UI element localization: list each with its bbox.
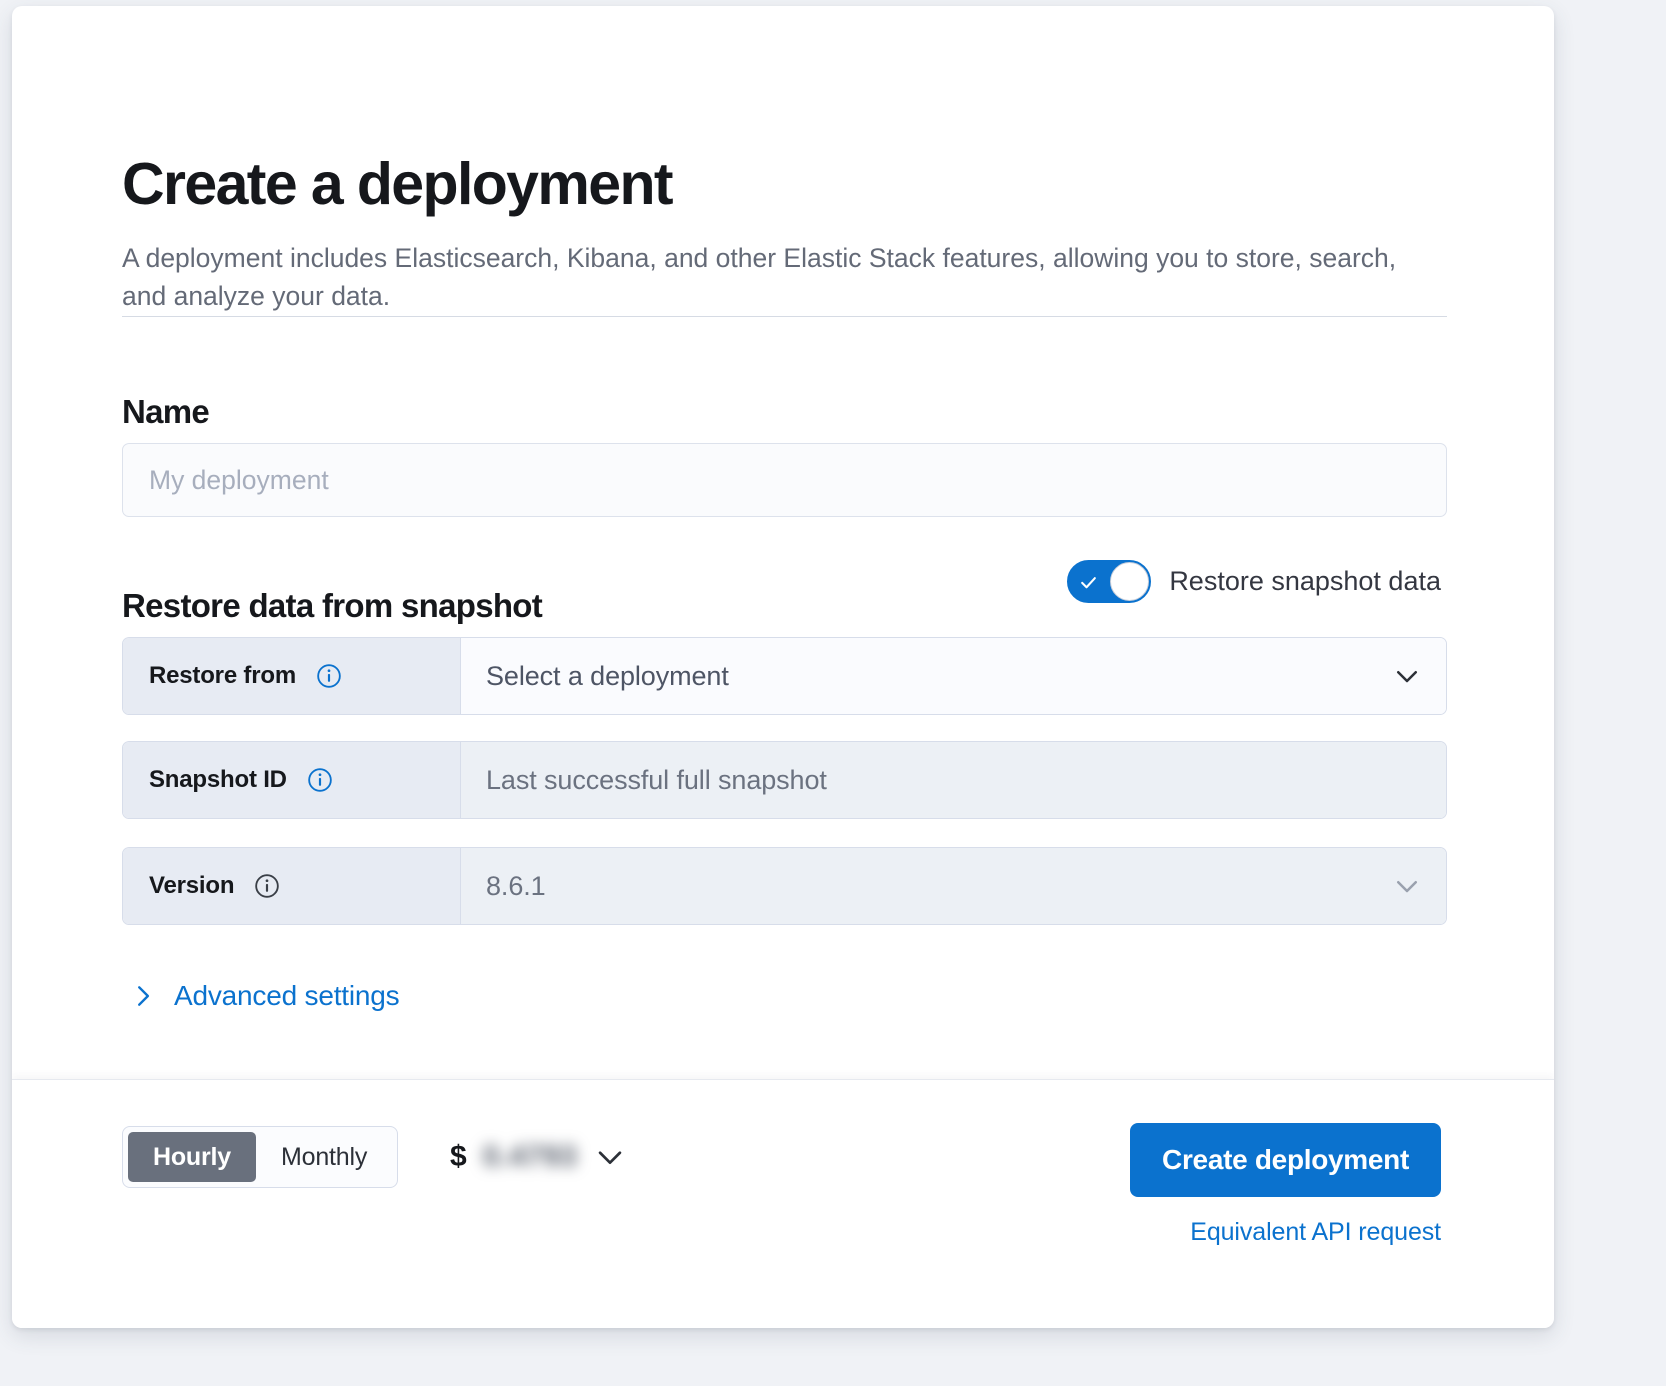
header-divider xyxy=(122,316,1447,317)
info-icon[interactable] xyxy=(316,663,342,689)
restore-snapshot-toggle-row: Restore snapshot data xyxy=(1067,560,1441,603)
version-row: Version 8.6.1 xyxy=(122,847,1447,925)
chevron-down-icon[interactable] xyxy=(593,1140,627,1174)
version-value: 8.6.1 xyxy=(486,870,546,901)
price-display[interactable]: $ 0.4793 xyxy=(450,1128,627,1186)
snapshot-id-label-cell: Snapshot ID xyxy=(123,742,461,818)
version-label-cell: Version xyxy=(123,848,461,924)
version-select[interactable]: 8.6.1 xyxy=(461,848,1446,924)
restore-from-select[interactable]: Select a deployment xyxy=(461,638,1446,714)
billing-option-hourly[interactable]: Hourly xyxy=(128,1132,256,1182)
billing-option-monthly[interactable]: Monthly xyxy=(280,1142,368,1171)
restore-from-label: Restore from xyxy=(149,662,296,689)
billing-period-segmented-control: Hourly Monthly xyxy=(122,1126,399,1188)
restore-snapshot-toggle-label: Restore snapshot data xyxy=(1169,566,1441,596)
create-deployment-button[interactable]: Create deployment xyxy=(1130,1123,1441,1197)
restore-from-label-cell: Restore from xyxy=(123,638,461,714)
create-deployment-card: Create a deployment A deployment include… xyxy=(12,6,1554,1328)
toggle-knob xyxy=(1110,562,1150,601)
advanced-settings-toggle[interactable]: Advanced settings xyxy=(130,980,400,1012)
chevron-down-icon xyxy=(1397,671,1417,683)
snapshot-id-value: Last successful full snapshot xyxy=(486,764,827,795)
snapshot-id-row: Snapshot ID Last successful full snapsho… xyxy=(122,741,1447,819)
info-icon[interactable] xyxy=(307,767,333,793)
info-icon[interactable] xyxy=(254,873,280,899)
footer-bar: Hourly Monthly $ 0.4793 Create deploymen… xyxy=(12,1079,1554,1328)
snapshot-id-input[interactable]: Last successful full snapshot xyxy=(461,742,1446,818)
restore-from-row: Restore from Select a deployment xyxy=(122,637,1447,715)
name-section-heading: Name xyxy=(122,393,210,431)
chevron-right-icon xyxy=(138,986,150,1006)
advanced-settings-label: Advanced settings xyxy=(174,980,400,1011)
chevron-down-icon xyxy=(1397,881,1417,893)
restore-snapshot-toggle[interactable] xyxy=(1067,560,1152,603)
restore-section-heading: Restore data from snapshot xyxy=(122,587,543,625)
price-amount: 0.4793 xyxy=(482,1140,578,1173)
check-icon xyxy=(1081,577,1097,589)
equivalent-api-request-link[interactable]: Equivalent API request xyxy=(1190,1218,1441,1246)
snapshot-id-label: Snapshot ID xyxy=(149,766,287,793)
version-label: Version xyxy=(149,872,235,899)
restore-from-value: Select a deployment xyxy=(486,660,729,691)
page-description: A deployment includes Elasticsearch, Kib… xyxy=(122,242,1397,311)
card-body: Create a deployment A deployment include… xyxy=(12,6,1554,1079)
page-title: Create a deployment xyxy=(122,150,674,217)
price-currency: $ xyxy=(450,1140,467,1173)
deployment-name-input[interactable] xyxy=(122,443,1447,517)
